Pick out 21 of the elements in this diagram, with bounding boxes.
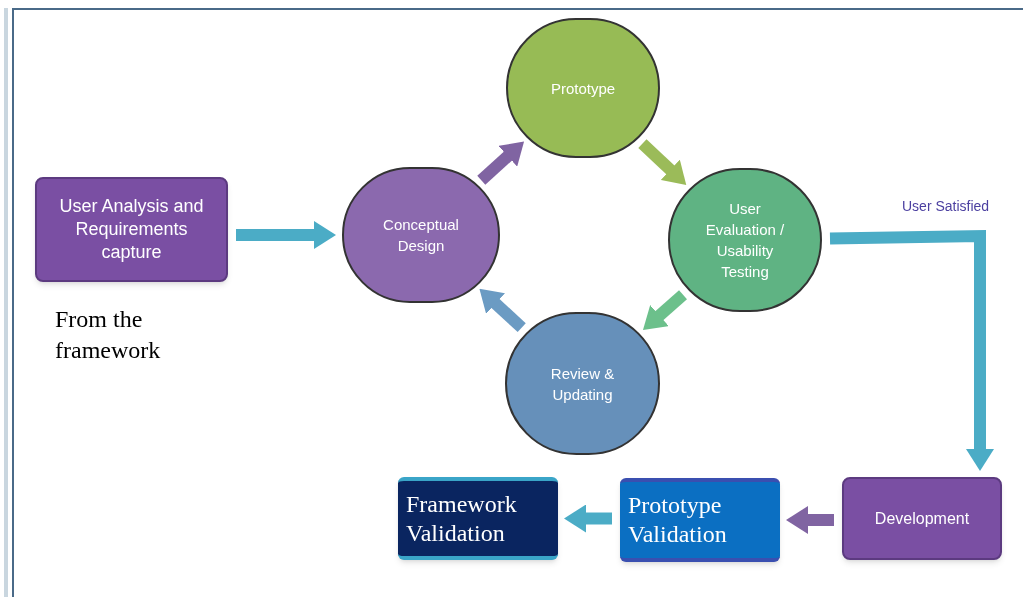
node-label: Framework Validation bbox=[406, 489, 518, 548]
block-arrow bbox=[479, 288, 526, 333]
node-label: Prototype Validation bbox=[628, 491, 728, 549]
node-label: Conceptual Design bbox=[382, 215, 460, 256]
node-caption: From the framework bbox=[55, 305, 162, 365]
block-arrow bbox=[477, 141, 525, 185]
process-box bbox=[842, 477, 1002, 560]
node-label: Development bbox=[874, 508, 970, 529]
block-arrow bbox=[786, 506, 834, 534]
process-box bbox=[35, 177, 228, 282]
node-label: User Evaluation / Usability Testing bbox=[704, 199, 786, 282]
process-box bbox=[620, 478, 780, 562]
node-label: User Analysis and Requirements capture bbox=[58, 195, 205, 264]
block-arrow bbox=[829, 229, 994, 471]
block-arrow bbox=[564, 504, 612, 533]
process-box bbox=[398, 477, 558, 560]
node-label: Review & Updating bbox=[549, 363, 616, 405]
block-arrow bbox=[643, 290, 687, 331]
block-arrow bbox=[236, 221, 336, 249]
block-arrow bbox=[638, 139, 687, 185]
node-label: Prototype bbox=[550, 78, 616, 99]
